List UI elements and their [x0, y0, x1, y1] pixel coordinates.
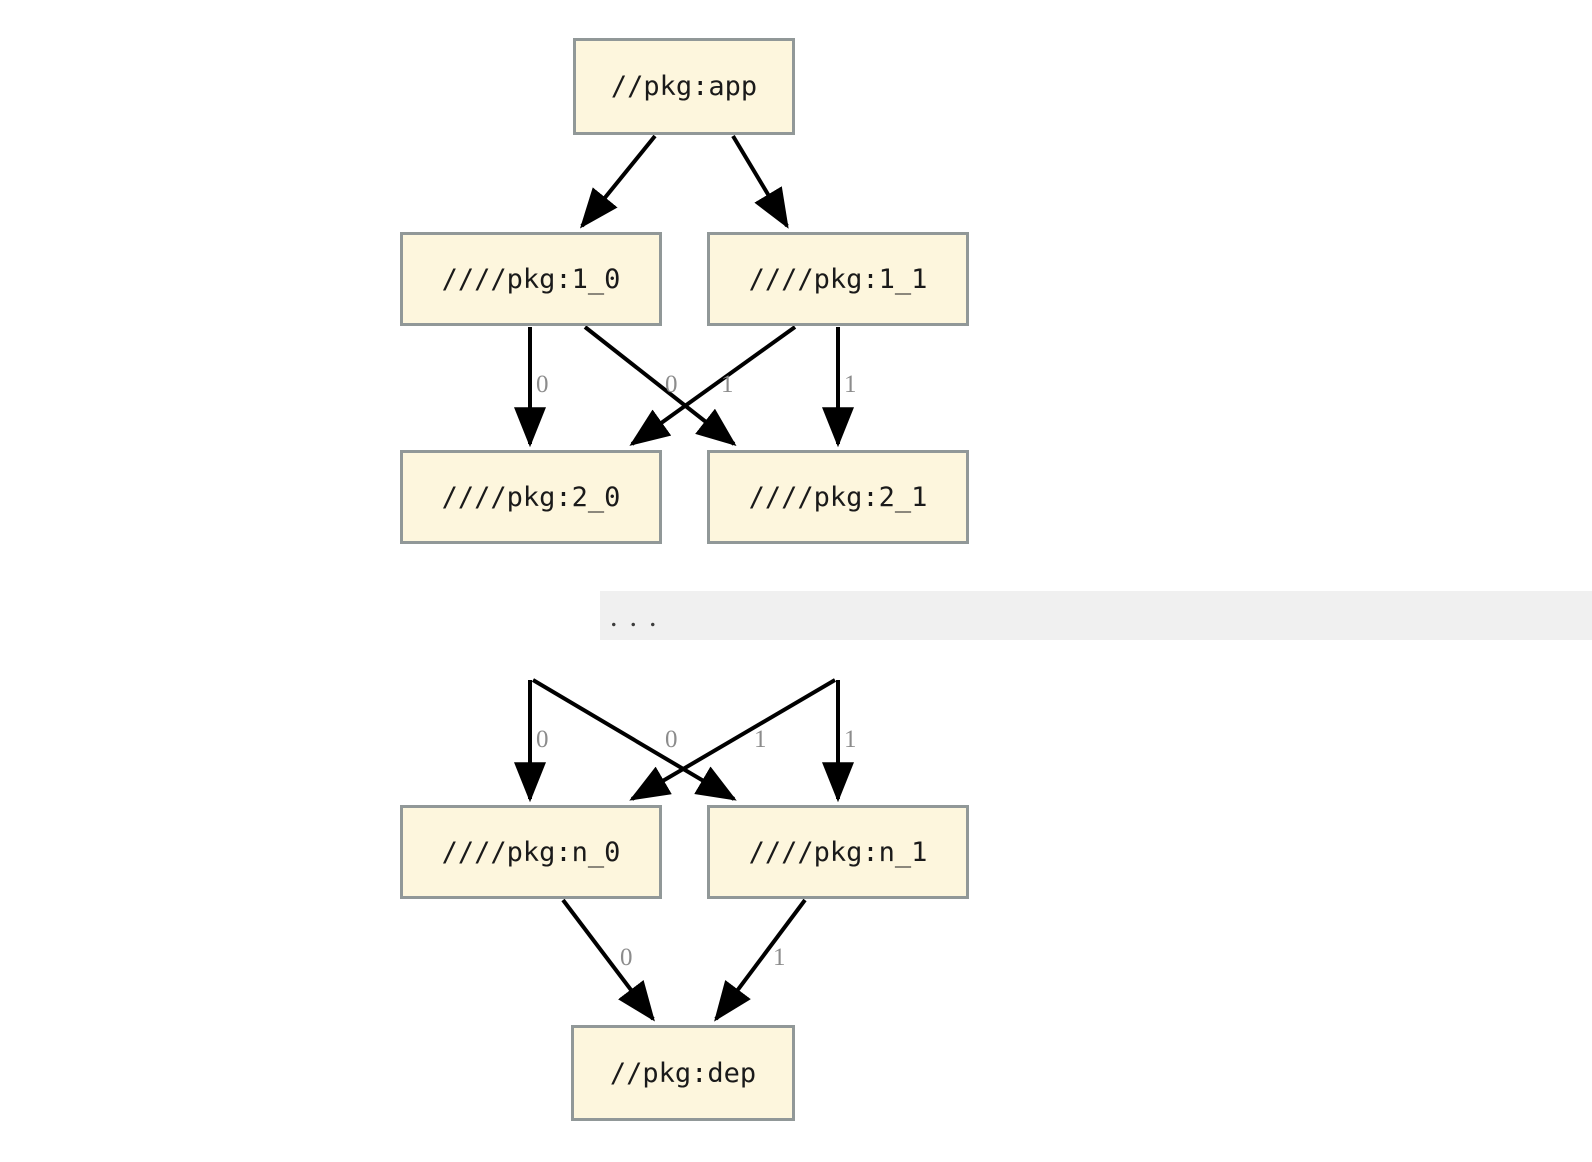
node-label: ////pkg:n_0	[441, 836, 621, 868]
edge-label-1_0-to-2_0: 0	[536, 371, 549, 398]
node-pkg-n_1[interactable]: ////pkg:n_1	[707, 805, 969, 899]
node-label: //pkg:dep	[609, 1057, 757, 1089]
edge-n_0-to-dep	[561, 898, 655, 1022]
ellipsis-dots: ...	[610, 600, 669, 633]
node-pkg-2_1[interactable]: ////pkg:2_1	[707, 450, 969, 544]
edge-cut-to-n_0-diagonal	[629, 678, 837, 801]
edge-label-cut-to-n_0-diagonal: 1	[754, 726, 767, 753]
edge-cut-to-n_1-diagonal	[531, 678, 737, 801]
edge-label-1_1-to-2_1: 1	[844, 371, 857, 398]
node-label: ////pkg:1_0	[441, 263, 621, 295]
node-label: ////pkg:n_1	[748, 836, 928, 868]
edge-app-to-1_0	[579, 134, 657, 229]
edge-label-cut-to-n_1-diagonal: 0	[665, 726, 678, 753]
edge-label-cut-to-n_1-vertical: 1	[844, 726, 857, 753]
edge-label-n_1-to-dep: 1	[773, 944, 786, 971]
node-pkg-dep[interactable]: //pkg:dep	[571, 1025, 795, 1121]
edge-label-1_0-to-2_1: 0	[665, 371, 678, 398]
node-label: ////pkg:1_1	[748, 263, 928, 295]
node-pkg-1_1[interactable]: ////pkg:1_1	[707, 232, 969, 326]
node-label: //pkg:app	[610, 71, 758, 102]
edge-n_1-to-dep	[714, 898, 807, 1022]
node-label: ////pkg:2_0	[441, 481, 621, 513]
node-pkg-app[interactable]: //pkg:app	[573, 38, 795, 135]
node-pkg-1_0[interactable]: ////pkg:1_0	[400, 232, 662, 326]
edge-label-1_1-to-2_0: 1	[721, 371, 734, 398]
edge-label-n_0-to-dep: 0	[620, 944, 633, 971]
edge-app-to-1_1	[731, 134, 789, 229]
edge-1_0-to-2_1	[583, 325, 737, 446]
ellipsis-banner: ...	[600, 591, 1592, 640]
edge-1_1-to-2_0	[629, 325, 797, 446]
node-pkg-n_0[interactable]: ////pkg:n_0	[400, 805, 662, 899]
node-label: ////pkg:2_1	[748, 481, 928, 513]
edge-label-cut-to-n_0-vertical: 0	[536, 726, 549, 753]
node-pkg-2_0[interactable]: ////pkg:2_0	[400, 450, 662, 544]
